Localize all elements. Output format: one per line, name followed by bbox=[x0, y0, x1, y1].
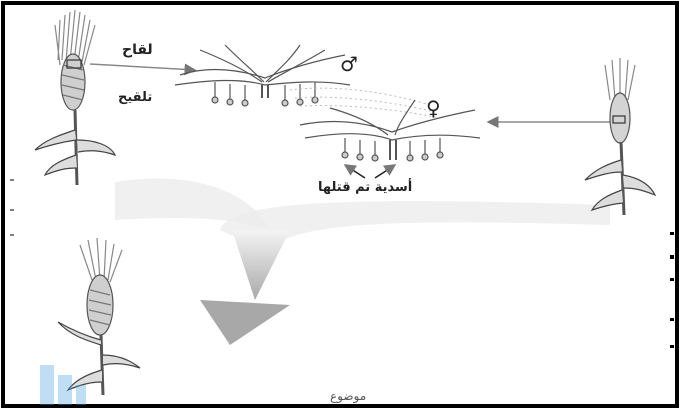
big-curved-arrow bbox=[115, 179, 610, 345]
stamens-removed-label: أسدية تم قتلها bbox=[318, 180, 412, 195]
female-flower bbox=[300, 100, 480, 161]
pollen-label: لقاح bbox=[122, 42, 153, 58]
female-symbol: ♀ bbox=[426, 96, 441, 120]
male-symbol: ♂ bbox=[340, 52, 358, 76]
watermark-logo bbox=[40, 365, 86, 405]
bottom-wheat-plant bbox=[58, 238, 140, 395]
left-wheat-plant bbox=[35, 10, 115, 185]
stamen-arrow-left bbox=[345, 165, 365, 178]
pollen-dust bbox=[290, 88, 440, 118]
pollen-arrow bbox=[90, 64, 195, 70]
stamen-arrow-right bbox=[375, 165, 395, 178]
right-wheat-plant bbox=[585, 58, 655, 215]
watermark-text: موضوع bbox=[330, 389, 366, 403]
pollination-label: تلقيح bbox=[118, 90, 152, 105]
male-flower bbox=[175, 45, 350, 106]
right-edge-fragments bbox=[670, 232, 674, 348]
